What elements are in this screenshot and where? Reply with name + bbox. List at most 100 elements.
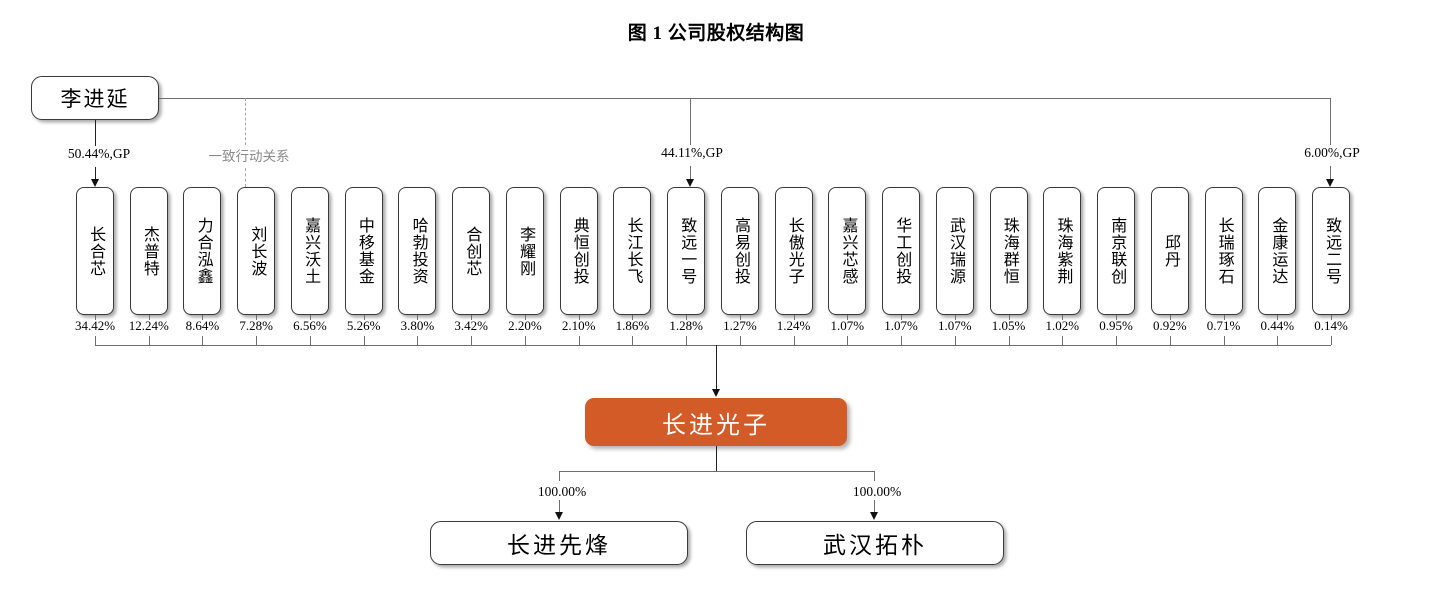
node-shareholder[interactable]: 高易创投 — [720, 187, 759, 315]
shareholder-percent: 5.26% — [346, 318, 381, 333]
shareholder-label: 金康运达 — [1269, 217, 1287, 285]
shareholder-stem-lower — [1062, 336, 1064, 345]
shareholder-percent-row: 34.42%12.24%8.64%7.28%6.56%5.26%3.80%3.4… — [0, 318, 1432, 336]
root-drop-to-changhexin-lower — [95, 167, 96, 180]
shareholder-label: 合创芯 — [463, 225, 481, 277]
shareholder-stem-lower — [363, 336, 365, 345]
node-shareholder[interactable]: 金康运达 — [1258, 187, 1297, 315]
shareholder-stem-lower — [1116, 336, 1118, 345]
node-shareholder[interactable]: 长江长飞 — [613, 187, 652, 315]
arrow-to-subsidiary-left — [554, 512, 563, 520]
node-shareholder[interactable]: 力合泓鑫 — [183, 187, 222, 315]
collector-bus — [95, 345, 1331, 346]
shareholder-percent: 1.24% — [776, 318, 811, 333]
shareholder-stem-lower — [471, 336, 473, 345]
node-shareholder[interactable]: 李耀刚 — [505, 187, 544, 315]
node-shareholder[interactable]: 华工创投 — [882, 187, 921, 315]
node-shareholder[interactable]: 哈勃投资 — [398, 187, 437, 315]
dashed-link-label: 一致行动关系 — [203, 145, 295, 165]
shareholder-label: 珠海紫荆 — [1054, 217, 1072, 285]
shareholder-stem-upper — [632, 315, 634, 320]
arrow-to-zhiyuan1 — [685, 179, 694, 187]
shareholder-label: 力合泓鑫 — [194, 217, 212, 285]
shareholder-percent: 3.80% — [400, 318, 435, 333]
shareholder-stem-upper — [954, 315, 956, 320]
shareholder-stem-lower — [1008, 336, 1010, 345]
node-shareholder[interactable]: 长瑞琢石 — [1204, 187, 1243, 315]
shareholder-stem-upper — [309, 315, 311, 320]
node-root-person[interactable]: 李进延 — [31, 76, 159, 120]
shareholder-percent: 1.28% — [669, 318, 703, 333]
shareholder-label: 嘉兴芯感 — [839, 217, 857, 285]
shareholder-label: 典恒创投 — [570, 217, 588, 285]
node-shareholder[interactable]: 刘长波 — [237, 187, 276, 315]
node-shareholder[interactable]: 典恒创投 — [559, 187, 598, 315]
root-horizontal-spine — [159, 98, 1331, 99]
node-subsidiary-left[interactable]: 长进先烽 — [430, 521, 688, 565]
shareholder-stem-lower — [739, 336, 741, 345]
dashed-drop-to-liuchangbo-lower — [245, 168, 246, 187]
shareholder-percent: 1.86% — [615, 318, 650, 333]
shareholder-label: 华工创投 — [893, 217, 911, 285]
shareholder-stem-lower — [847, 336, 849, 345]
node-shareholder[interactable]: 致远二号 — [1312, 187, 1350, 315]
shareholder-label: 中移基金 — [355, 217, 373, 285]
shareholder-percent: 1.07% — [884, 318, 918, 333]
shareholder-stem-upper — [256, 315, 258, 320]
shareholder-stem-upper — [686, 315, 688, 320]
shareholder-label: 珠海群恒 — [1000, 217, 1018, 285]
shareholder-percent: 0.14% — [1314, 318, 1348, 333]
node-shareholder[interactable]: 珠海紫荆 — [1043, 187, 1082, 315]
collector-bus-right-cap — [1331, 338, 1332, 345]
shareholder-stem-lower — [202, 336, 204, 345]
node-shareholder[interactable]: 南京联创 — [1097, 187, 1136, 315]
root-drop-to-zhiyuan1 — [690, 98, 691, 146]
node-company[interactable]: 长进光子 — [585, 398, 847, 446]
shareholder-stem-lower — [1169, 336, 1171, 345]
shareholder-label: 长傲光子 — [785, 217, 803, 285]
shareholder-stem-upper — [1116, 315, 1118, 320]
node-shareholder[interactable]: 珠海群恒 — [989, 187, 1028, 315]
shareholder-percent: 1.07% — [938, 318, 972, 333]
shareholder-label: 杰普特 — [140, 225, 158, 277]
node-shareholder[interactable]: 武汉瑞源 — [935, 187, 974, 315]
shareholder-stem-lower — [1223, 336, 1225, 345]
arrow-to-company — [711, 389, 720, 397]
shareholder-percent: 34.42% — [74, 318, 116, 333]
node-shareholder[interactable]: 嘉兴芯感 — [828, 187, 867, 315]
node-shareholder[interactable]: 致远一号 — [667, 187, 706, 315]
shareholder-percent: 0.95% — [1099, 318, 1133, 333]
node-subsidiary-right[interactable]: 武汉拓朴 — [746, 521, 1004, 565]
shareholder-stem-upper — [148, 315, 150, 320]
shareholder-stem-upper — [95, 315, 96, 320]
shareholder-stem-lower — [632, 336, 634, 345]
node-shareholder[interactable]: 长傲光子 — [774, 187, 813, 315]
shareholder-percent: 1.05% — [991, 318, 1026, 333]
shareholder-stem-upper — [471, 315, 473, 320]
shareholder-label: 长瑞琢石 — [1215, 217, 1233, 285]
shareholder-stem-upper — [1277, 315, 1279, 320]
node-shareholder[interactable]: 邱丹 — [1150, 187, 1189, 315]
root-link-label-0: 50.44%,GP — [55, 146, 143, 162]
shareholder-stem-upper — [363, 315, 365, 320]
shareholder-stem-lower — [954, 336, 956, 345]
arrow-to-subsidiary-right — [869, 512, 878, 520]
shareholder-label: 嘉兴沃土 — [302, 217, 320, 285]
shareholder-stem-lower — [793, 336, 795, 345]
shareholder-percent: 2.20% — [508, 318, 542, 333]
node-shareholder[interactable]: 合创芯 — [452, 187, 491, 315]
subsidiary-pct-left: 100.00% — [518, 484, 606, 500]
node-shareholder[interactable]: 中移基金 — [344, 187, 383, 315]
shareholder-stem-lower — [686, 336, 688, 345]
shareholder-stem-upper — [202, 315, 204, 320]
node-shareholder[interactable]: 杰普特 — [129, 187, 168, 315]
dashed-drop-to-liuchangbo — [245, 98, 246, 150]
root-link-label-1: 44.11%,GP — [648, 145, 736, 161]
root-drop-to-changhexin — [95, 120, 96, 147]
node-shareholder[interactable]: 嘉兴沃土 — [290, 187, 329, 315]
node-shareholder[interactable]: 长合芯 — [76, 187, 114, 315]
shareholder-label: 致远二号 — [1323, 217, 1341, 285]
shareholder-percent: 0.44% — [1260, 318, 1295, 333]
shareholder-label: 邱丹 — [1161, 234, 1179, 268]
shareholder-stem-upper — [739, 315, 741, 320]
